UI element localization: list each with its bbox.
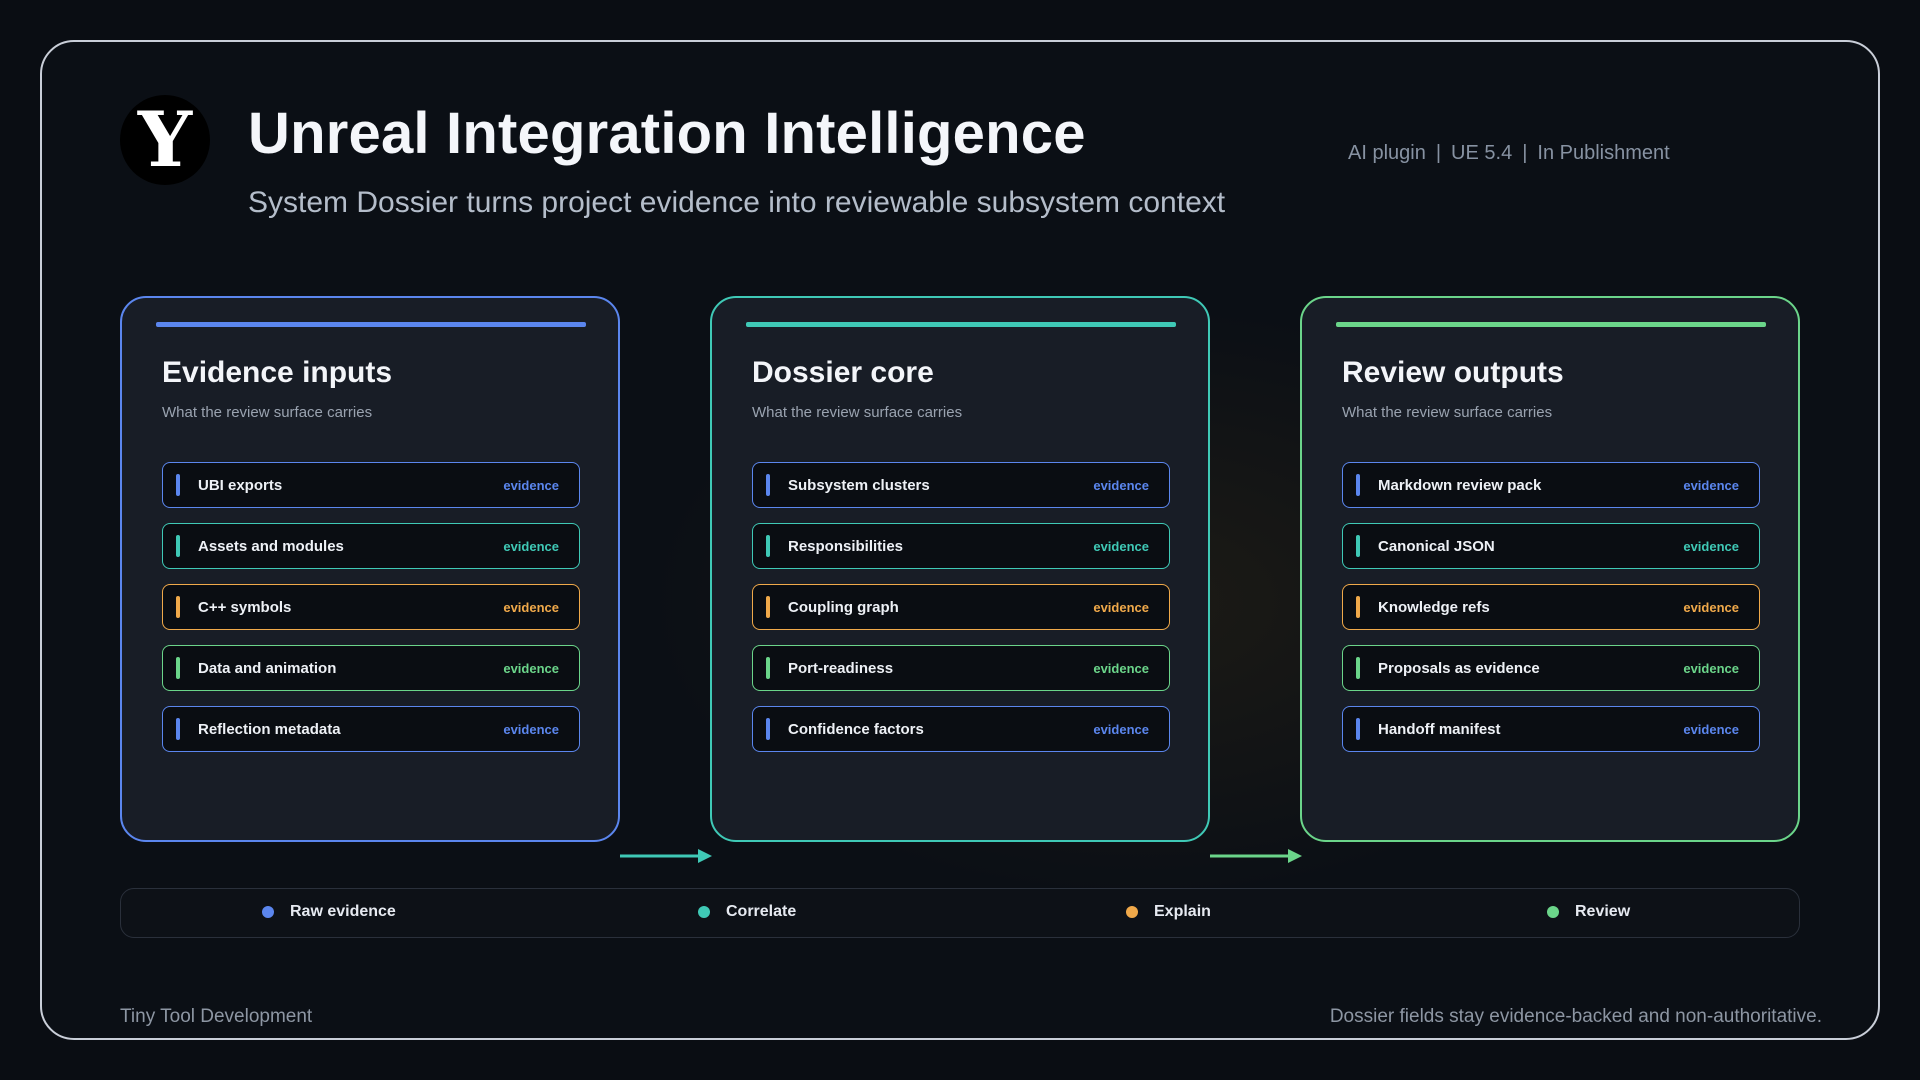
list-item: Data and animation evidence	[162, 645, 580, 691]
meta-info: AI plugin | UE 5.4 | In Publishment	[1348, 142, 1670, 165]
panel-caption: What the review surface carries	[162, 404, 373, 421]
item-accent	[176, 657, 180, 679]
meta-separator: |	[1522, 142, 1528, 164]
panel-dossier-core: Dossier core What the review surface car…	[710, 296, 1210, 842]
item-accent	[1356, 657, 1360, 679]
arrow-right-icon	[1210, 849, 1302, 863]
item-accent	[1356, 474, 1360, 496]
list-item: Markdown review pack evidence	[1342, 462, 1760, 508]
logo-icon: Y	[120, 95, 210, 185]
legend-label: Raw evidence	[290, 903, 396, 920]
item-label: Responsibilities	[788, 538, 904, 555]
item-accent	[766, 596, 770, 618]
item-label: Coupling graph	[788, 599, 899, 616]
legend-item-correlate: Correlate	[698, 903, 796, 921]
evidence-tag: evidence	[503, 722, 559, 737]
item-label: Knowledge refs	[1378, 599, 1490, 616]
item-label: UBI exports	[198, 477, 283, 494]
item-accent	[176, 474, 180, 496]
meta-separator: |	[1435, 142, 1442, 164]
list-item: UBI exports evidence	[162, 462, 580, 508]
legend-bar: Raw evidence Correlate Explain Review	[120, 888, 1800, 938]
evidence-tag: evidence	[1093, 600, 1149, 615]
legend-dot	[698, 906, 710, 918]
item-accent	[176, 718, 180, 740]
item-accent	[1356, 596, 1360, 618]
list-item: Coupling graph evidence	[752, 584, 1170, 630]
item-label: C++ symbols	[198, 599, 292, 616]
footer-credit: Tiny Tool Development	[120, 1006, 313, 1027]
legend-dot	[1126, 906, 1138, 918]
list-item: Confidence factors evidence	[752, 706, 1170, 752]
evidence-tag: evidence	[1683, 539, 1739, 554]
list-item: Proposals as evidence evidence	[1342, 645, 1760, 691]
list-item: Canonical JSON evidence	[1342, 523, 1760, 569]
panel-caption: What the review surface carries	[752, 404, 963, 421]
item-label: Reflection metadata	[198, 721, 341, 738]
panel-title: Dossier core	[752, 356, 934, 389]
evidence-tag: evidence	[1093, 539, 1149, 554]
item-accent	[766, 535, 770, 557]
item-label: Markdown review pack	[1378, 477, 1542, 494]
list-item: Assets and modules evidence	[162, 523, 580, 569]
item-accent	[766, 718, 770, 740]
item-accent	[766, 474, 770, 496]
page-subtitle: System Dossier turns project evidence in…	[248, 186, 1226, 219]
item-label: Data and animation	[198, 660, 337, 677]
item-accent	[1356, 535, 1360, 557]
panel-evidence-inputs: Evidence inputs What the review surface …	[120, 296, 620, 842]
legend-dot	[262, 906, 274, 918]
list-item: Reflection metadata evidence	[162, 706, 580, 752]
list-item: C++ symbols evidence	[162, 584, 580, 630]
item-label: Handoff manifest	[1378, 721, 1501, 738]
panel-accent-bar	[746, 322, 1176, 327]
list-item: Subsystem clusters evidence	[752, 462, 1170, 508]
legend-label: Correlate	[726, 903, 797, 920]
item-label: Assets and modules	[198, 538, 344, 555]
meta-status: In Publishment	[1537, 142, 1670, 164]
legend-dot	[1547, 906, 1559, 918]
panel-caption: What the review surface carries	[1342, 404, 1553, 421]
item-accent	[1356, 718, 1360, 740]
evidence-tag: evidence	[503, 600, 559, 615]
evidence-tag: evidence	[1093, 478, 1149, 493]
list-item: Knowledge refs evidence	[1342, 584, 1760, 630]
evidence-tag: evidence	[1683, 478, 1739, 493]
panel-title: Evidence inputs	[162, 356, 393, 389]
list-item: Handoff manifest evidence	[1342, 706, 1760, 752]
panel-review-outputs: Review outputs What the review surface c…	[1300, 296, 1800, 842]
evidence-tag: evidence	[1093, 661, 1149, 676]
evidence-tag: evidence	[1093, 722, 1149, 737]
item-accent	[766, 657, 770, 679]
evidence-tag: evidence	[1683, 661, 1739, 676]
item-accent	[176, 535, 180, 557]
meta-version: UE 5.4	[1451, 142, 1513, 164]
footer-note: Dossier fields stay evidence-backed and …	[1329, 1006, 1822, 1027]
item-label: Subsystem clusters	[788, 477, 930, 494]
evidence-tag: evidence	[1683, 722, 1739, 737]
evidence-tag: evidence	[503, 661, 559, 676]
evidence-tag: evidence	[1683, 600, 1739, 615]
page-title: Unreal Integration Intelligence	[248, 101, 1086, 166]
evidence-tag: evidence	[503, 478, 559, 493]
panel-accent-bar	[1336, 322, 1766, 327]
item-label: Confidence factors	[788, 721, 924, 738]
list-item: Port-readiness evidence	[752, 645, 1170, 691]
item-accent	[176, 596, 180, 618]
list-item: Responsibilities evidence	[752, 523, 1170, 569]
item-label: Proposals as evidence	[1378, 660, 1540, 677]
legend-item-explain: Explain	[1126, 903, 1211, 921]
meta-type: AI plugin	[1348, 142, 1426, 164]
evidence-tag: evidence	[503, 539, 559, 554]
panel-accent-bar	[156, 322, 586, 327]
legend-label: Review	[1575, 903, 1631, 920]
legend-item-raw-evidence: Raw evidence	[262, 903, 396, 921]
legend-label: Explain	[1154, 903, 1211, 920]
item-label: Canonical JSON	[1378, 538, 1495, 555]
arrow-right-icon	[620, 849, 712, 863]
legend-item-review: Review	[1547, 903, 1630, 921]
item-label: Port-readiness	[788, 660, 894, 677]
panel-title: Review outputs	[1342, 356, 1564, 389]
